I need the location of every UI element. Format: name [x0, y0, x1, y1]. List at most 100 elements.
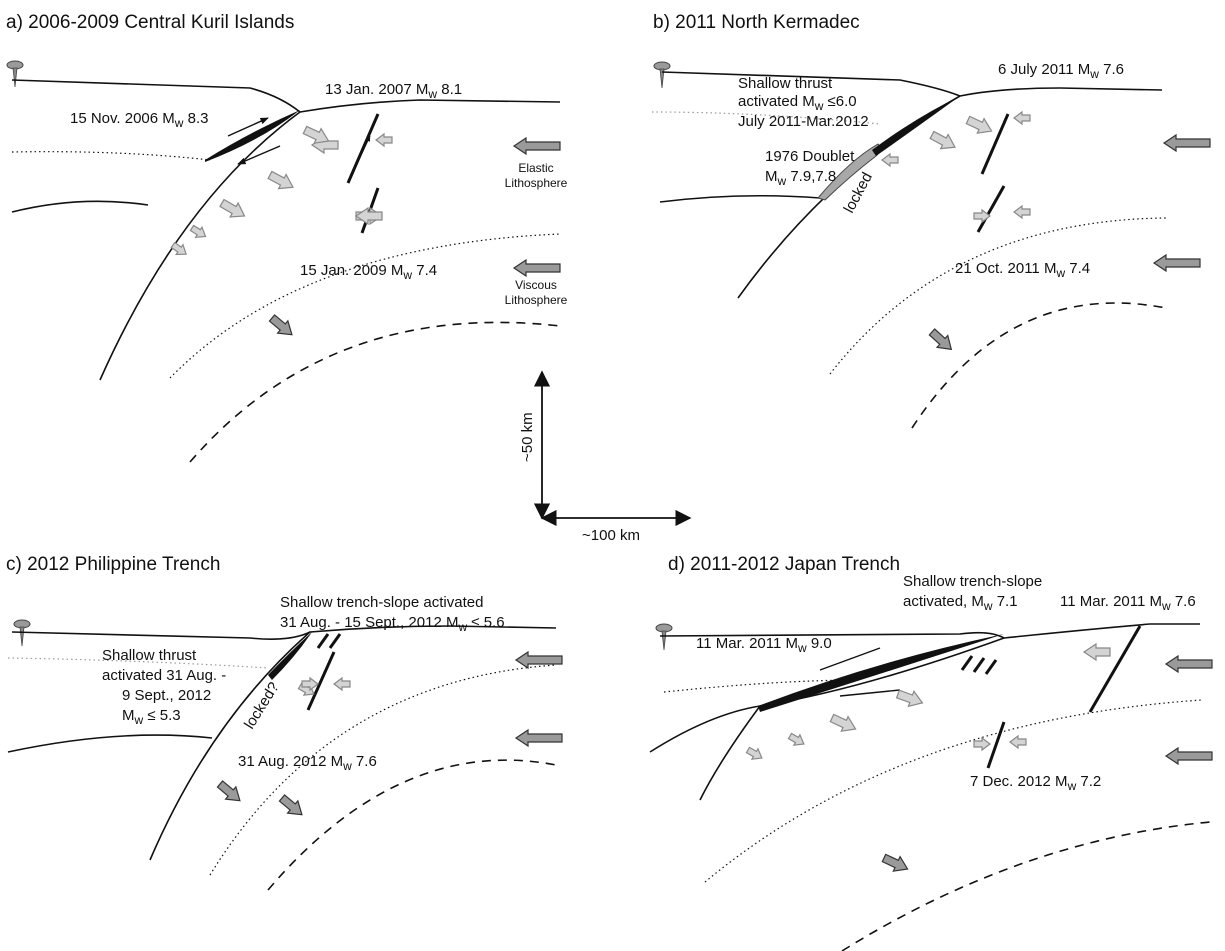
rupture-patch: [205, 110, 300, 162]
dashed-slab-base: [267, 759, 557, 891]
annotation: activated, Mw 7.1: [903, 593, 1018, 613]
moho-overriding: [7, 734, 213, 753]
compression-arrow: [1013, 205, 1031, 219]
annotation: 1976 Doublet: [765, 148, 855, 165]
push-arrow: [1153, 254, 1201, 272]
layer-label: Lithosphere: [505, 176, 568, 190]
layer-label: Lithosphere: [505, 293, 568, 307]
event-label: 13 Jan. 2007 Mw 8.1: [325, 81, 462, 101]
annotation: 31 Aug. - 15 Sept., 2012 Mw ≤ 5.6: [280, 614, 505, 634]
push-arrow: [515, 729, 563, 747]
fault-lower: [976, 185, 1006, 233]
pin-icon: [653, 61, 671, 89]
fault-lower: [986, 721, 1006, 769]
dashed-slab-base: [189, 321, 561, 463]
trench-slope-fault: [316, 633, 330, 649]
dotted-elastic-base: [169, 233, 561, 379]
push-arrow: [1163, 134, 1211, 152]
dashed-slab-base: [841, 821, 1211, 951]
dotted-upper-left: [11, 151, 211, 161]
trench-slope-fault: [972, 657, 986, 673]
panel-d-title: d) 2011-2012 Japan Trench: [668, 554, 900, 575]
slab-pull-arrow: [188, 222, 210, 243]
plate-interface: [99, 111, 301, 381]
slab-pull-arrow: [964, 112, 996, 139]
locked-label: locked?: [241, 679, 283, 732]
event-label: 15 Jan. 2009 Mw 7.4: [300, 262, 437, 282]
fault-upper: [346, 113, 380, 184]
slab-pull-arrow: [265, 167, 298, 195]
panel-b: b) 2011 North Kermadec 6 July 2011 Mw 7.…: [651, 12, 1211, 429]
slab-pull-arrow: [744, 744, 766, 764]
annotation: activated Mw ≤6.0: [738, 93, 857, 113]
push-arrow: [513, 137, 561, 155]
moho-overriding: [649, 705, 761, 753]
panel-a: a) 2006-2009 Central Kuril Islands 13 Ja…: [6, 12, 568, 463]
horizontal-scale-label: ~100 km: [582, 527, 640, 544]
dotted-elastic-base: [209, 664, 557, 876]
dotted-elastic-base: [704, 699, 1203, 883]
annotation: Shallow thrust: [738, 75, 833, 92]
slab-pull-arrow: [786, 730, 808, 750]
rupture-patch: [758, 634, 1004, 712]
slab-pull-arrow: [894, 685, 926, 712]
layer-label: Elastic: [518, 161, 553, 175]
annotation: Shallow trench-slope activated: [280, 594, 483, 611]
event-label: 6 July 2011 Mw 7.6: [998, 61, 1124, 81]
scale-bar: ~50 km ~100 km: [519, 370, 692, 544]
panel-b-title: b) 2011 North Kermadec: [653, 12, 860, 33]
slip-arrow: [237, 145, 281, 165]
event-label: 21 Oct. 2011 Mw 7.4: [955, 260, 1090, 280]
pin-icon: [655, 623, 673, 651]
slab-pull-arrow: [828, 710, 860, 737]
annotation: Shallow thrust: [102, 647, 197, 664]
dotted-elastic-base: [829, 217, 1167, 375]
event-label: 15 Nov. 2006 Mw 8.3: [70, 110, 208, 130]
surface-line: [661, 71, 1163, 97]
slip-arrow: [227, 117, 269, 137]
slab-pull-arrow: [214, 777, 246, 808]
slab-pull-arrow: [168, 239, 191, 260]
plate-interface: [149, 631, 311, 861]
slip-arrow: [355, 135, 371, 167]
vertical-scale-label: ~50 km: [519, 412, 536, 462]
trench-slope-fault: [984, 659, 998, 675]
annotation: 9 Sept., 2012: [122, 687, 211, 704]
panel-c-title: c) 2012 Philippine Trench: [6, 554, 220, 575]
rupture-patch: [268, 632, 312, 680]
event-label: 7 Dec. 2012 Mw 7.2: [970, 773, 1101, 793]
slab-pull-arrow: [217, 195, 250, 224]
compression-arrow: [973, 209, 991, 223]
compression-arrow: [973, 737, 991, 751]
dotted-upper-left: [651, 111, 881, 125]
annotation: Mw 7.9,7.8: [765, 168, 836, 188]
event-label: 11 Mar. 2011 Mw 7.6: [1060, 593, 1196, 613]
pin-icon: [6, 60, 24, 88]
surface-line: [11, 79, 561, 113]
push-arrow: [1165, 747, 1213, 765]
surface-line: [659, 623, 1200, 639]
trench-slope-fault: [328, 633, 342, 649]
fault-upper: [1088, 625, 1142, 713]
compression-arrow: [1083, 643, 1111, 661]
annotation: Mw ≤ 5.3: [122, 707, 181, 727]
surface-line: [11, 625, 557, 640]
moho-overriding: [11, 200, 149, 213]
compression-arrow: [881, 153, 899, 167]
annotation: July 2011-Mar.2012: [738, 113, 869, 130]
compression-arrow: [1013, 111, 1031, 125]
compression-arrow: [375, 133, 393, 147]
slab-pull-arrow: [276, 791, 308, 822]
dotted-upper-left: [7, 657, 269, 669]
slab-pull-arrow: [880, 850, 912, 877]
slab-pull-arrow: [927, 127, 960, 155]
rupture-patch: [872, 96, 960, 156]
fault-lower: [306, 651, 336, 711]
push-arrow: [513, 259, 561, 277]
compression-arrow: [333, 677, 351, 691]
slab-pull-arrow: [926, 325, 958, 356]
plate-interface: [699, 637, 1005, 801]
layer-label: Viscous: [515, 278, 557, 292]
event-label: 31 Aug. 2012 Mw 7.6: [238, 753, 377, 773]
push-arrow: [1165, 655, 1213, 673]
